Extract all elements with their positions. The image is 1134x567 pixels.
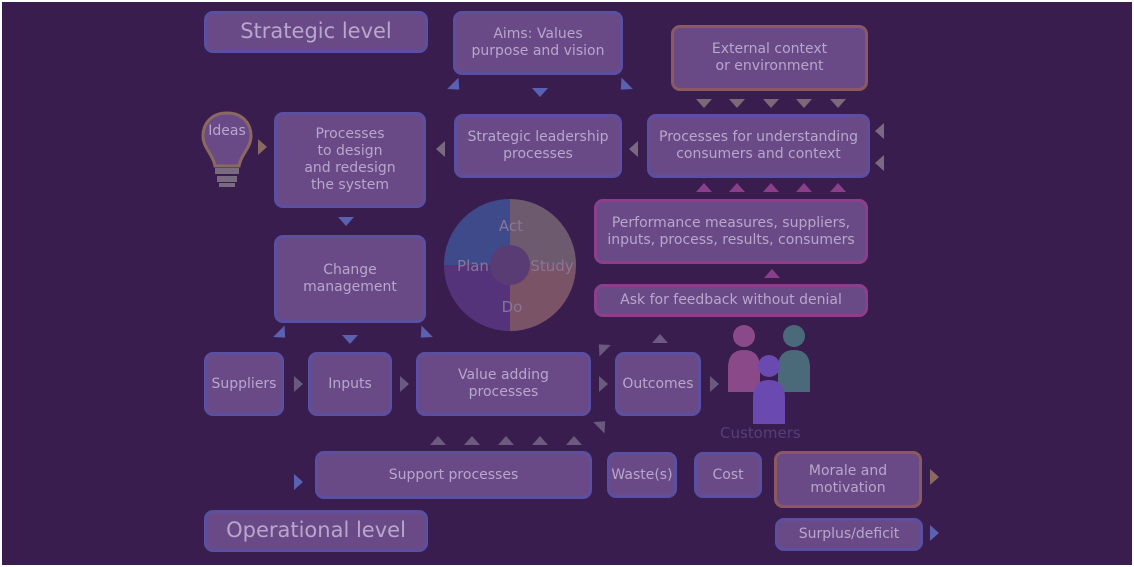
arrow-ext-2 <box>729 99 745 108</box>
cost-box: Cost <box>694 452 762 498</box>
arrow-outcomes-up <box>652 334 668 343</box>
suppliers-box: Suppliers <box>204 352 284 416</box>
customers-label: Customers <box>720 424 801 442</box>
support-processes-box: Support processes <box>315 451 592 499</box>
arrow-outcomes-customers <box>710 376 719 392</box>
pdsa-plan: Plan <box>457 257 489 275</box>
external-context-box: External context or environment <box>671 25 868 91</box>
arrow-change-right <box>415 325 433 344</box>
arrow-ideas <box>258 139 267 155</box>
arrow-meas-4 <box>796 183 812 192</box>
arrow-support-2 <box>464 436 480 445</box>
customers-group-icon <box>724 324 824 428</box>
arrow-value-outcomes <box>599 376 608 392</box>
arrow-into-support <box>294 474 303 490</box>
arrow-aims-down <box>532 88 548 97</box>
inputs-box: Inputs <box>308 352 392 416</box>
arrow-meas-5 <box>830 183 846 192</box>
arrow-suppliers-inputs <box>294 376 303 392</box>
arrow-ext-4 <box>796 99 812 108</box>
arrow-support-1 <box>430 436 446 445</box>
arrow-feedback-up <box>764 269 780 278</box>
arrow-support-3 <box>498 436 514 445</box>
arrow-ext-1 <box>696 99 712 108</box>
arrow-design-to-change <box>338 217 354 226</box>
pdsa-study: Study <box>530 257 574 275</box>
arrow-value-diag-up <box>593 338 611 357</box>
aims-box: Aims: Values purpose and vision <box>453 11 623 75</box>
change-management-box: Change management <box>274 235 426 323</box>
feedback-box: Ask for feedback without denial <box>594 284 868 317</box>
arrow-value-diag-down <box>593 415 611 434</box>
arrow-aims-right <box>615 77 633 96</box>
arrow-ext-5 <box>830 99 846 108</box>
arrow-meas-1 <box>696 183 712 192</box>
arrow-in-2 <box>875 155 884 171</box>
performance-measures-box: Performance measures, suppliers, inputs,… <box>594 199 868 264</box>
morale-box: Morale and motivation <box>774 451 922 508</box>
pdsa-cycle-icon <box>442 197 578 333</box>
arrow-surplus-out <box>930 525 939 541</box>
lightbulb-icon <box>201 110 253 190</box>
design-processes-box: Processes to design and redesign the sys… <box>274 112 426 208</box>
arrow-morale-out <box>930 469 939 485</box>
strategic-leadership-box: Strategic leadership processes <box>454 114 622 178</box>
arrow-support-4 <box>532 436 548 445</box>
ideas-label: Ideas <box>208 123 246 139</box>
arrow-aims-left <box>447 77 465 96</box>
arrow-understanding-to-leadership <box>629 141 638 157</box>
arrow-inputs-value <box>400 376 409 392</box>
arrow-change-left <box>273 325 291 344</box>
pdsa-act: Act <box>498 217 524 235</box>
waste-box: Waste(s) <box>607 452 677 498</box>
value-adding-box: Value adding processes <box>416 352 591 416</box>
strategic-level-label: Strategic level <box>204 11 428 53</box>
outcomes-box: Outcomes <box>615 352 701 416</box>
arrow-leadership-to-design <box>436 141 445 157</box>
arrow-in-1 <box>875 123 884 139</box>
arrow-meas-3 <box>763 183 779 192</box>
pdsa-do: Do <box>501 298 523 316</box>
arrow-support-5 <box>566 436 582 445</box>
arrow-meas-2 <box>729 183 745 192</box>
surplus-deficit-box: Surplus/deficit <box>775 518 923 551</box>
arrow-change-down <box>342 335 358 344</box>
arrow-ext-3 <box>763 99 779 108</box>
operational-level-label: Operational level <box>204 510 428 552</box>
understanding-box: Processes for understanding consumers an… <box>647 114 870 178</box>
